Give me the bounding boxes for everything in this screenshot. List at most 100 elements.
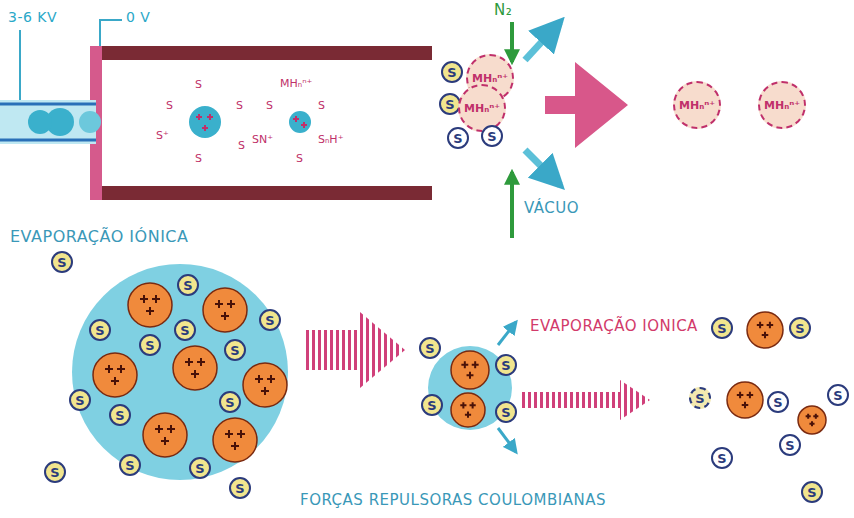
voltage-label: 0 V	[126, 10, 150, 25]
node-text: MHₙⁿ⁺	[472, 73, 508, 84]
charged-droplet	[289, 111, 311, 133]
charged-ions	[93, 283, 826, 462]
node-text: S	[695, 392, 704, 405]
charge-mark	[737, 392, 753, 408]
node-text: S	[785, 439, 794, 452]
charge-mark	[757, 322, 773, 338]
charge-mark	[185, 358, 205, 378]
ion-circle: MHₙⁿ⁺	[758, 81, 806, 129]
node-text: S	[425, 342, 434, 355]
charge-mark	[225, 430, 245, 450]
voltage-wire	[19, 30, 21, 100]
charge-mark	[806, 414, 819, 427]
solvent-molecule: S	[767, 391, 789, 413]
ion-sphere	[243, 363, 287, 407]
node-text: S	[427, 399, 436, 412]
node-text: S	[833, 389, 842, 402]
solvent-molecule: S	[229, 477, 251, 499]
ion-sphere	[173, 346, 217, 390]
solvent-molecule: S	[69, 389, 91, 411]
species-label: S	[195, 79, 202, 91]
gas-arrow	[510, 172, 514, 238]
solvent-molecule: S	[177, 274, 199, 296]
solvent-molecule: S	[447, 127, 469, 149]
charge-marks	[196, 114, 307, 131]
solvent-molecule: S	[421, 394, 443, 416]
flow-arrow	[305, 312, 405, 388]
charge-mark	[155, 425, 175, 445]
solvent-molecule: S	[119, 454, 141, 476]
node-text: S	[265, 314, 274, 327]
solvent-molecule: S	[51, 251, 73, 273]
ion-sphere	[727, 382, 763, 418]
species-label: S	[266, 100, 273, 112]
node-text: MHₙⁿ⁺	[464, 103, 500, 114]
solvent-molecule: S	[139, 334, 161, 356]
ion-sphere	[93, 353, 137, 397]
solvent-molecule: S	[189, 457, 211, 479]
ejection-arrow	[498, 428, 516, 452]
species-label: SN⁺	[252, 134, 273, 146]
species-label: S	[166, 100, 173, 112]
species-label: MHₙⁿ⁺	[280, 78, 312, 90]
charge-mark	[105, 365, 125, 385]
process-title: EVAPORAÇÃO IÓNICA	[10, 228, 188, 246]
solvent-molecule: S	[779, 434, 801, 456]
charge-mark	[196, 114, 307, 131]
solvent-molecule: S	[109, 404, 131, 426]
solvent-molecule: S	[495, 401, 517, 423]
ion-sphere	[143, 413, 187, 457]
gas-label: N₂	[494, 2, 512, 19]
chamber-wall	[92, 186, 432, 200]
ion-sphere	[451, 351, 489, 389]
species-label: S	[236, 100, 243, 112]
solvent-molecule: S	[711, 447, 733, 469]
solvent-molecule: S	[44, 461, 66, 483]
node-text: S	[95, 324, 104, 337]
charged-droplet	[189, 106, 221, 138]
node-text: S	[487, 130, 496, 143]
species-label: S⁺	[156, 130, 169, 142]
species-label: S	[238, 140, 245, 152]
node-text: S	[180, 324, 189, 337]
node-text: S	[773, 396, 782, 409]
species-label: S	[195, 153, 202, 165]
ion-circle: MHₙⁿ⁺	[458, 84, 506, 132]
ejection-arrow	[498, 322, 516, 345]
ion-sphere	[451, 393, 485, 427]
node-text: S	[717, 452, 726, 465]
caption-label: FORÇAS REPULSORAS COULOMBIANAS	[300, 492, 606, 509]
node-text: S	[57, 256, 66, 269]
node-text: S	[235, 482, 244, 495]
ion-sphere	[213, 418, 257, 462]
hatched-arrow	[520, 380, 650, 420]
node-text: MHₙⁿ⁺	[764, 100, 800, 111]
node-text: S	[807, 486, 816, 499]
solvent-molecule: S	[689, 387, 711, 409]
charge-mark	[461, 361, 478, 378]
node-text: S	[125, 459, 134, 472]
ion-sphere	[747, 312, 783, 348]
node-text: S	[145, 339, 154, 352]
node-text: S	[447, 66, 456, 79]
ion-circle: MHₙⁿ⁺	[673, 81, 721, 129]
node-text: S	[795, 322, 804, 335]
gas-arrow	[510, 22, 514, 62]
solvent-molecule: S	[89, 319, 111, 341]
solvent-molecule: S	[174, 319, 196, 341]
drop	[28, 110, 52, 134]
node-text: S	[230, 344, 239, 357]
charge-mark	[215, 300, 235, 320]
node-text: S	[183, 279, 192, 292]
node-text: S	[225, 396, 234, 409]
solvent-molecule: S	[495, 354, 517, 376]
species-label: S	[318, 100, 325, 112]
solvent-molecule: S	[441, 61, 463, 83]
solvent-molecule: S	[827, 384, 849, 406]
node-text: S	[50, 466, 59, 479]
vacuum-arrow	[525, 150, 560, 185]
vacuum-arrow	[525, 22, 560, 60]
node-text: MHₙⁿ⁺	[679, 100, 715, 111]
